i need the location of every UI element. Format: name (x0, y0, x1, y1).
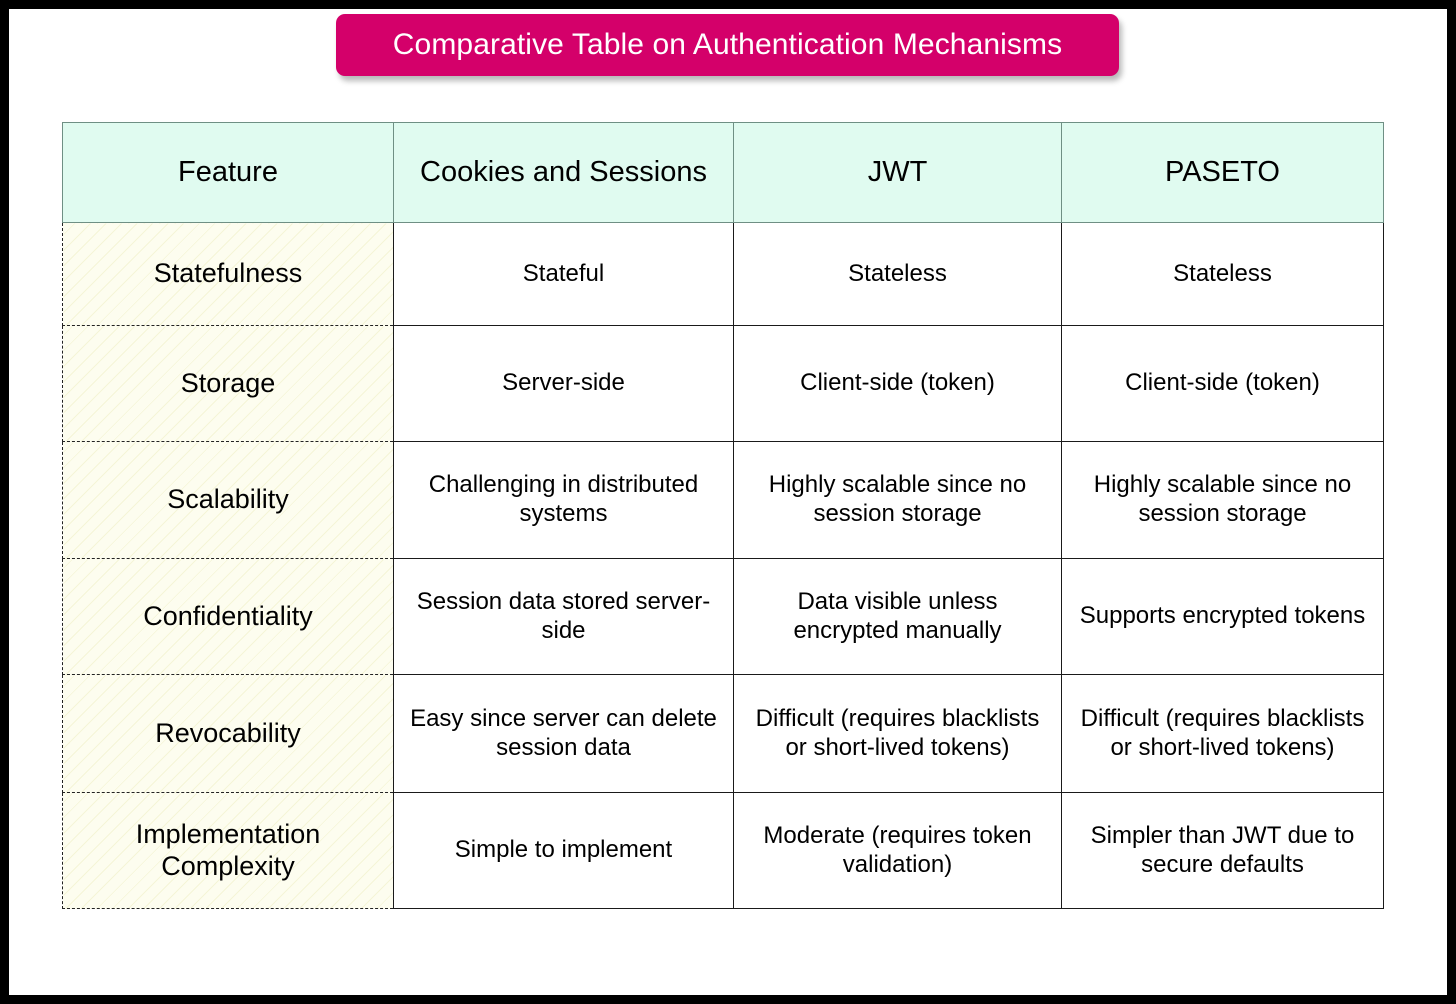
cookies-sessions-cell: Simple to implement (393, 792, 734, 909)
paseto-cell: Supports encrypted tokens (1061, 558, 1384, 675)
table-row: Confidentiality Session data stored serv… (62, 558, 1384, 675)
paseto-cell: Simpler than JWT due to secure defaults (1061, 792, 1384, 909)
paseto-cell: Highly scalable since no session storage (1061, 441, 1384, 559)
jwt-cell: Data visible unless encrypted manually (733, 558, 1062, 675)
page-canvas: Comparative Table on Authentication Mech… (9, 9, 1447, 995)
feature-cell: Confidentiality (62, 558, 394, 675)
jwt-cell: Difficult (requires blacklists or short-… (733, 674, 1062, 793)
paseto-cell: Client-side (token) (1061, 325, 1384, 442)
jwt-cell: Highly scalable since no session storage (733, 441, 1062, 559)
table-row: Revocability Easy since server can delet… (62, 674, 1384, 793)
feature-cell: Implementation Complexity (62, 792, 394, 909)
table-body: Statefulness Stateful Stateless Stateles… (62, 222, 1384, 909)
cookies-sessions-cell: Server-side (393, 325, 734, 442)
column-header-paseto: PASETO (1061, 122, 1384, 223)
jwt-cell: Client-side (token) (733, 325, 1062, 442)
title-banner: Comparative Table on Authentication Mech… (336, 14, 1119, 76)
comparison-table-container: Feature Cookies and Sessions JWT PASETO … (62, 122, 1392, 909)
paseto-cell: Stateless (1061, 222, 1384, 326)
jwt-cell: Stateless (733, 222, 1062, 326)
jwt-cell: Moderate (requires token validation) (733, 792, 1062, 909)
table-row: Implementation Complexity Simple to impl… (62, 792, 1384, 909)
table-row: Scalability Challenging in distributed s… (62, 441, 1384, 559)
cookies-sessions-cell: Session data stored server-side (393, 558, 734, 675)
table-row: Storage Server-side Client-side (token) … (62, 325, 1384, 442)
feature-cell: Storage (62, 325, 394, 442)
cookies-sessions-cell: Challenging in distributed systems (393, 441, 734, 559)
table-header: Feature Cookies and Sessions JWT PASETO (62, 122, 1384, 223)
feature-cell: Scalability (62, 441, 394, 559)
feature-cell: Revocability (62, 674, 394, 793)
feature-cell: Statefulness (62, 222, 394, 326)
cookies-sessions-cell: Stateful (393, 222, 734, 326)
column-header-jwt: JWT (733, 122, 1062, 223)
column-header-cookies-and-sessions: Cookies and Sessions (393, 122, 734, 223)
page-title: Comparative Table on Authentication Mech… (392, 28, 1063, 61)
cookies-sessions-cell: Easy since server can delete session dat… (393, 674, 734, 793)
comparison-table: Feature Cookies and Sessions JWT PASETO … (62, 122, 1384, 909)
column-header-feature: Feature (62, 122, 394, 223)
paseto-cell: Difficult (requires blacklists or short-… (1061, 674, 1384, 793)
table-header-row: Feature Cookies and Sessions JWT PASETO (62, 122, 1384, 223)
table-row: Statefulness Stateful Stateless Stateles… (62, 222, 1384, 326)
